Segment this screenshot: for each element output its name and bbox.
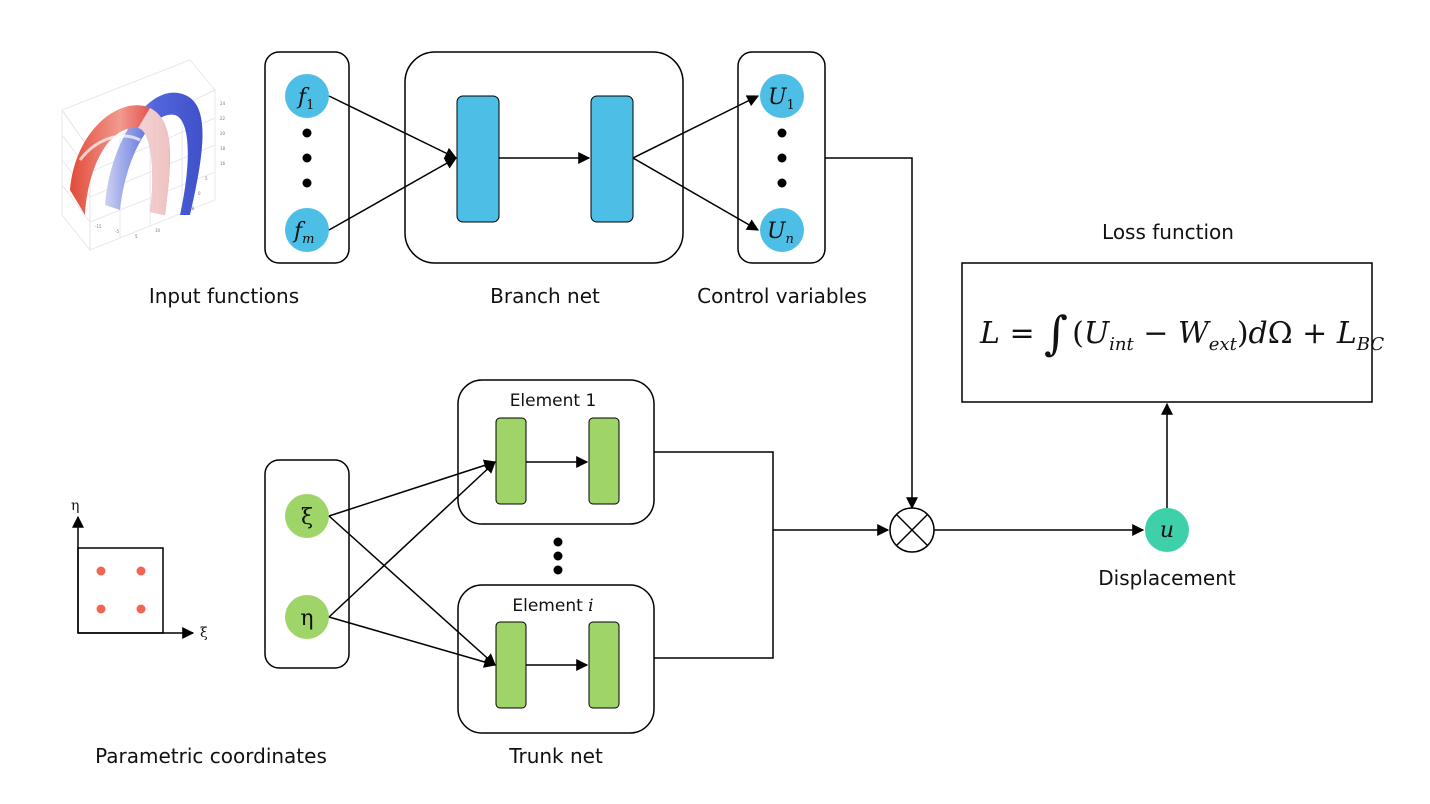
- node-U1: [760, 74, 804, 118]
- line-element-1-out: [654, 451, 774, 659]
- element-1-layer-1: [495, 417, 527, 505]
- svg-text:-15: -15: [95, 224, 102, 229]
- branch-layer-1: [456, 95, 500, 223]
- gauss-point: [136, 604, 146, 614]
- arrow-eta-element-1: [328, 461, 496, 618]
- node-u: [1145, 508, 1189, 552]
- gauss-point: [136, 566, 146, 576]
- ellipsis-dot: [302, 128, 312, 138]
- axis-label-xi: ξ: [200, 625, 208, 641]
- loss-function-box: [961, 262, 1373, 403]
- parametric-coordinates-caption: Parametric coordinates: [95, 744, 327, 768]
- node-xi: [285, 494, 329, 538]
- arrow-eta-element-i: [328, 616, 497, 668]
- branch-net-caption: Branch net: [490, 284, 600, 308]
- ellipsis-dot: [553, 551, 563, 561]
- svg-text:0: 0: [198, 191, 201, 196]
- arrow-xi-element-i: [328, 515, 496, 666]
- loss-formula: L = ∫(Uint − Wext)dΩ + LBC: [979, 306, 1384, 360]
- node-xi-label: ξ: [301, 505, 313, 530]
- svg-text:18: 18: [220, 146, 226, 151]
- node-eta: [285, 595, 329, 639]
- multiply-operator-icon: [889, 507, 935, 553]
- svg-text:5: 5: [135, 234, 138, 239]
- arrow-fm-branch: [328, 157, 458, 231]
- svg-text:24: 24: [220, 101, 226, 106]
- element-i-title: Element i: [512, 596, 593, 616]
- ellipsis-dot: [777, 128, 787, 138]
- ellipsis-dot: [302, 153, 312, 163]
- svg-text:16: 16: [220, 161, 226, 166]
- surface-plot-thumbnail: 24 22 20 18 16 -15 -5 5 10 -8 0 5: [61, 59, 226, 252]
- arrow-branch-U1: [632, 95, 760, 159]
- node-Un-label: Un: [767, 219, 794, 247]
- ellipsis-dot: [553, 565, 563, 575]
- node-u-label: u: [1160, 518, 1174, 543]
- ellipsis-dot: [777, 178, 787, 188]
- svg-text:-5: -5: [115, 229, 119, 234]
- ellipsis-dot: [553, 537, 563, 547]
- gauss-point: [96, 604, 106, 614]
- arrow-f1-branch: [328, 95, 458, 159]
- node-f1: [285, 74, 329, 118]
- branch-layer-2: [590, 95, 634, 223]
- loss-function-title: Loss function: [1102, 220, 1234, 244]
- svg-text:-8: -8: [190, 206, 194, 211]
- parametric-coordinates-plot: η ξ: [71, 498, 208, 641]
- axis-label-eta: η: [71, 498, 79, 514]
- trunk-net-caption: Trunk net: [508, 744, 603, 768]
- gauss-point: [96, 566, 106, 576]
- ellipsis-dot: [777, 153, 787, 163]
- element-1-title: Element 1: [510, 391, 597, 411]
- node-eta-label: η: [300, 606, 313, 631]
- displacement-caption: Displacement: [1098, 566, 1236, 590]
- svg-text:22: 22: [220, 116, 226, 121]
- node-U1-label: U1: [768, 85, 795, 113]
- element-i-layer-1: [495, 621, 527, 709]
- ellipsis-dot: [302, 178, 312, 188]
- arrow-branch-Un: [632, 157, 760, 231]
- input-functions-caption: Input functions: [149, 284, 299, 308]
- arrow-control-multiply: [825, 157, 918, 510]
- svg-text:5: 5: [205, 176, 208, 181]
- element-i-layer-2: [588, 621, 620, 709]
- node-fm: [285, 208, 329, 252]
- node-Un: [760, 208, 804, 252]
- arrow-xi-element-1: [328, 459, 497, 517]
- control-variables-caption: Control variables: [697, 284, 867, 308]
- svg-text:10: 10: [155, 228, 161, 233]
- element-1-layer-2: [588, 417, 620, 505]
- svg-text:20: 20: [220, 131, 226, 136]
